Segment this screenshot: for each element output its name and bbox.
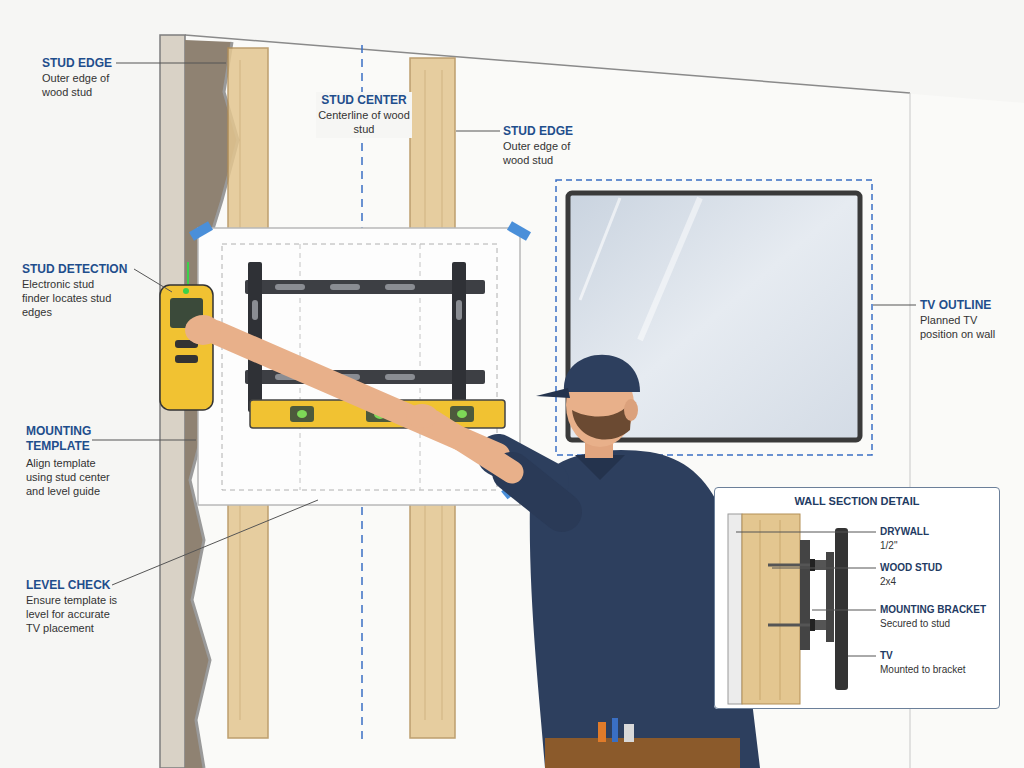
stud-finder: [187, 262, 189, 285]
callout-title: STUD CENTER: [316, 92, 412, 109]
installer-figure: [536, 388, 570, 398]
part-name: DRYWALL: [880, 526, 998, 539]
dimension: 1/2": [880, 540, 998, 553]
mounting-bracket: [385, 284, 415, 290]
stud-finder: [160, 285, 213, 410]
mounting-bracket: [330, 284, 360, 290]
callout-text: Outer edge of wood stud: [503, 140, 575, 168]
leader-line: [134, 269, 172, 292]
callout-text: Centerline of wood stud: [316, 108, 412, 138]
inset-panel: [728, 514, 742, 704]
part-name: WOOD STUD: [880, 562, 998, 575]
callout-title: TV OUTLINE: [920, 298, 1020, 313]
inset-panel: [768, 564, 812, 567]
leader-line: [812, 610, 876, 611]
inset-panel: [835, 528, 848, 690]
installer-figure: [406, 404, 438, 428]
mounting-template: [507, 221, 531, 241]
callout-title: STUD EDGE: [503, 124, 623, 139]
part-name: TV: [880, 650, 998, 663]
tv-outline: [556, 180, 872, 455]
leader-line: [112, 500, 318, 585]
part-name: MOUNTING BRACKET: [880, 604, 1000, 617]
tv-screen: [580, 198, 620, 300]
stud-finder: [175, 355, 198, 363]
inset-panel: [714, 487, 1000, 709]
inset-panel: [800, 540, 810, 650]
wall: [185, 35, 1024, 768]
mounting-template: [189, 221, 531, 505]
leader-line: [116, 63, 226, 64]
inset-panel: [810, 620, 826, 630]
callout-title: MOUNTING TEMPLATE: [26, 424, 106, 454]
callout-text: Planned TV position on wall: [920, 314, 1014, 342]
installer-figure: [598, 722, 606, 742]
installer-figure: [624, 399, 638, 421]
inset-panel: [826, 552, 834, 642]
mounting-template: [198, 228, 520, 505]
wall: [160, 35, 1024, 768]
mounting-bracket: [252, 300, 258, 320]
mounting-bracket: [452, 262, 466, 412]
panel-title: WALL SECTION DETAIL: [715, 488, 999, 507]
installer-figure: [432, 421, 512, 472]
mounting-bracket: [385, 374, 415, 380]
leader-line: [772, 568, 876, 569]
installer-figure: [624, 724, 634, 742]
inset-panel: [810, 619, 815, 631]
installer-figure: [575, 455, 625, 480]
inset-panel: [780, 520, 781, 700]
inset-panel: [760, 520, 761, 700]
inset-panel: [742, 514, 800, 704]
tv-outline: [556, 180, 872, 455]
mounting-bracket: [456, 300, 462, 320]
part-note: Mounted to bracket: [880, 664, 998, 677]
leader-line: [92, 440, 196, 441]
callout-text: Align template using stud center and lev…: [26, 457, 112, 498]
inset-panel: [768, 624, 812, 627]
mounting-bracket: [275, 284, 305, 290]
callout-text: Electronic stud finder locates stud edge…: [22, 278, 112, 319]
leader-line: [873, 305, 916, 306]
callout-title: STUD EDGE: [42, 56, 162, 71]
part-note: Secured to stud: [880, 618, 998, 631]
inset-panel: [810, 559, 815, 571]
callout-text: Outer edge of wood stud: [42, 72, 114, 100]
mounting-template: [189, 221, 213, 241]
inset-panel: [714, 487, 1000, 709]
spirit-level: [450, 406, 474, 422]
leader-line: [736, 532, 876, 533]
installer-figure: [545, 738, 740, 768]
leader-line: [92, 63, 916, 656]
leader-line: [848, 656, 876, 657]
spirit-level: [290, 406, 314, 422]
installer-figure: [564, 355, 640, 392]
installer-figure: [572, 400, 632, 440]
callout-title: LEVEL CHECK: [26, 578, 146, 593]
mounting-template: [222, 244, 497, 490]
leader-line: [456, 131, 500, 132]
spirit-level: [297, 410, 307, 418]
callout-title: STUD DETECTION: [22, 262, 142, 277]
installer-figure: [185, 315, 221, 345]
installer-figure: [185, 315, 760, 768]
callout-text: Ensure template is level for accurate TV…: [26, 594, 118, 635]
spirit-level: [457, 410, 467, 418]
detail-panel: WALL SECTION DETAIL: [714, 487, 1000, 709]
tv-screen: [640, 198, 700, 340]
wall: [185, 35, 910, 93]
stud-finder: [183, 288, 189, 294]
mounting-bracket: [245, 280, 485, 294]
installer-figure: [612, 718, 618, 742]
dimension: 2x4: [880, 576, 998, 589]
